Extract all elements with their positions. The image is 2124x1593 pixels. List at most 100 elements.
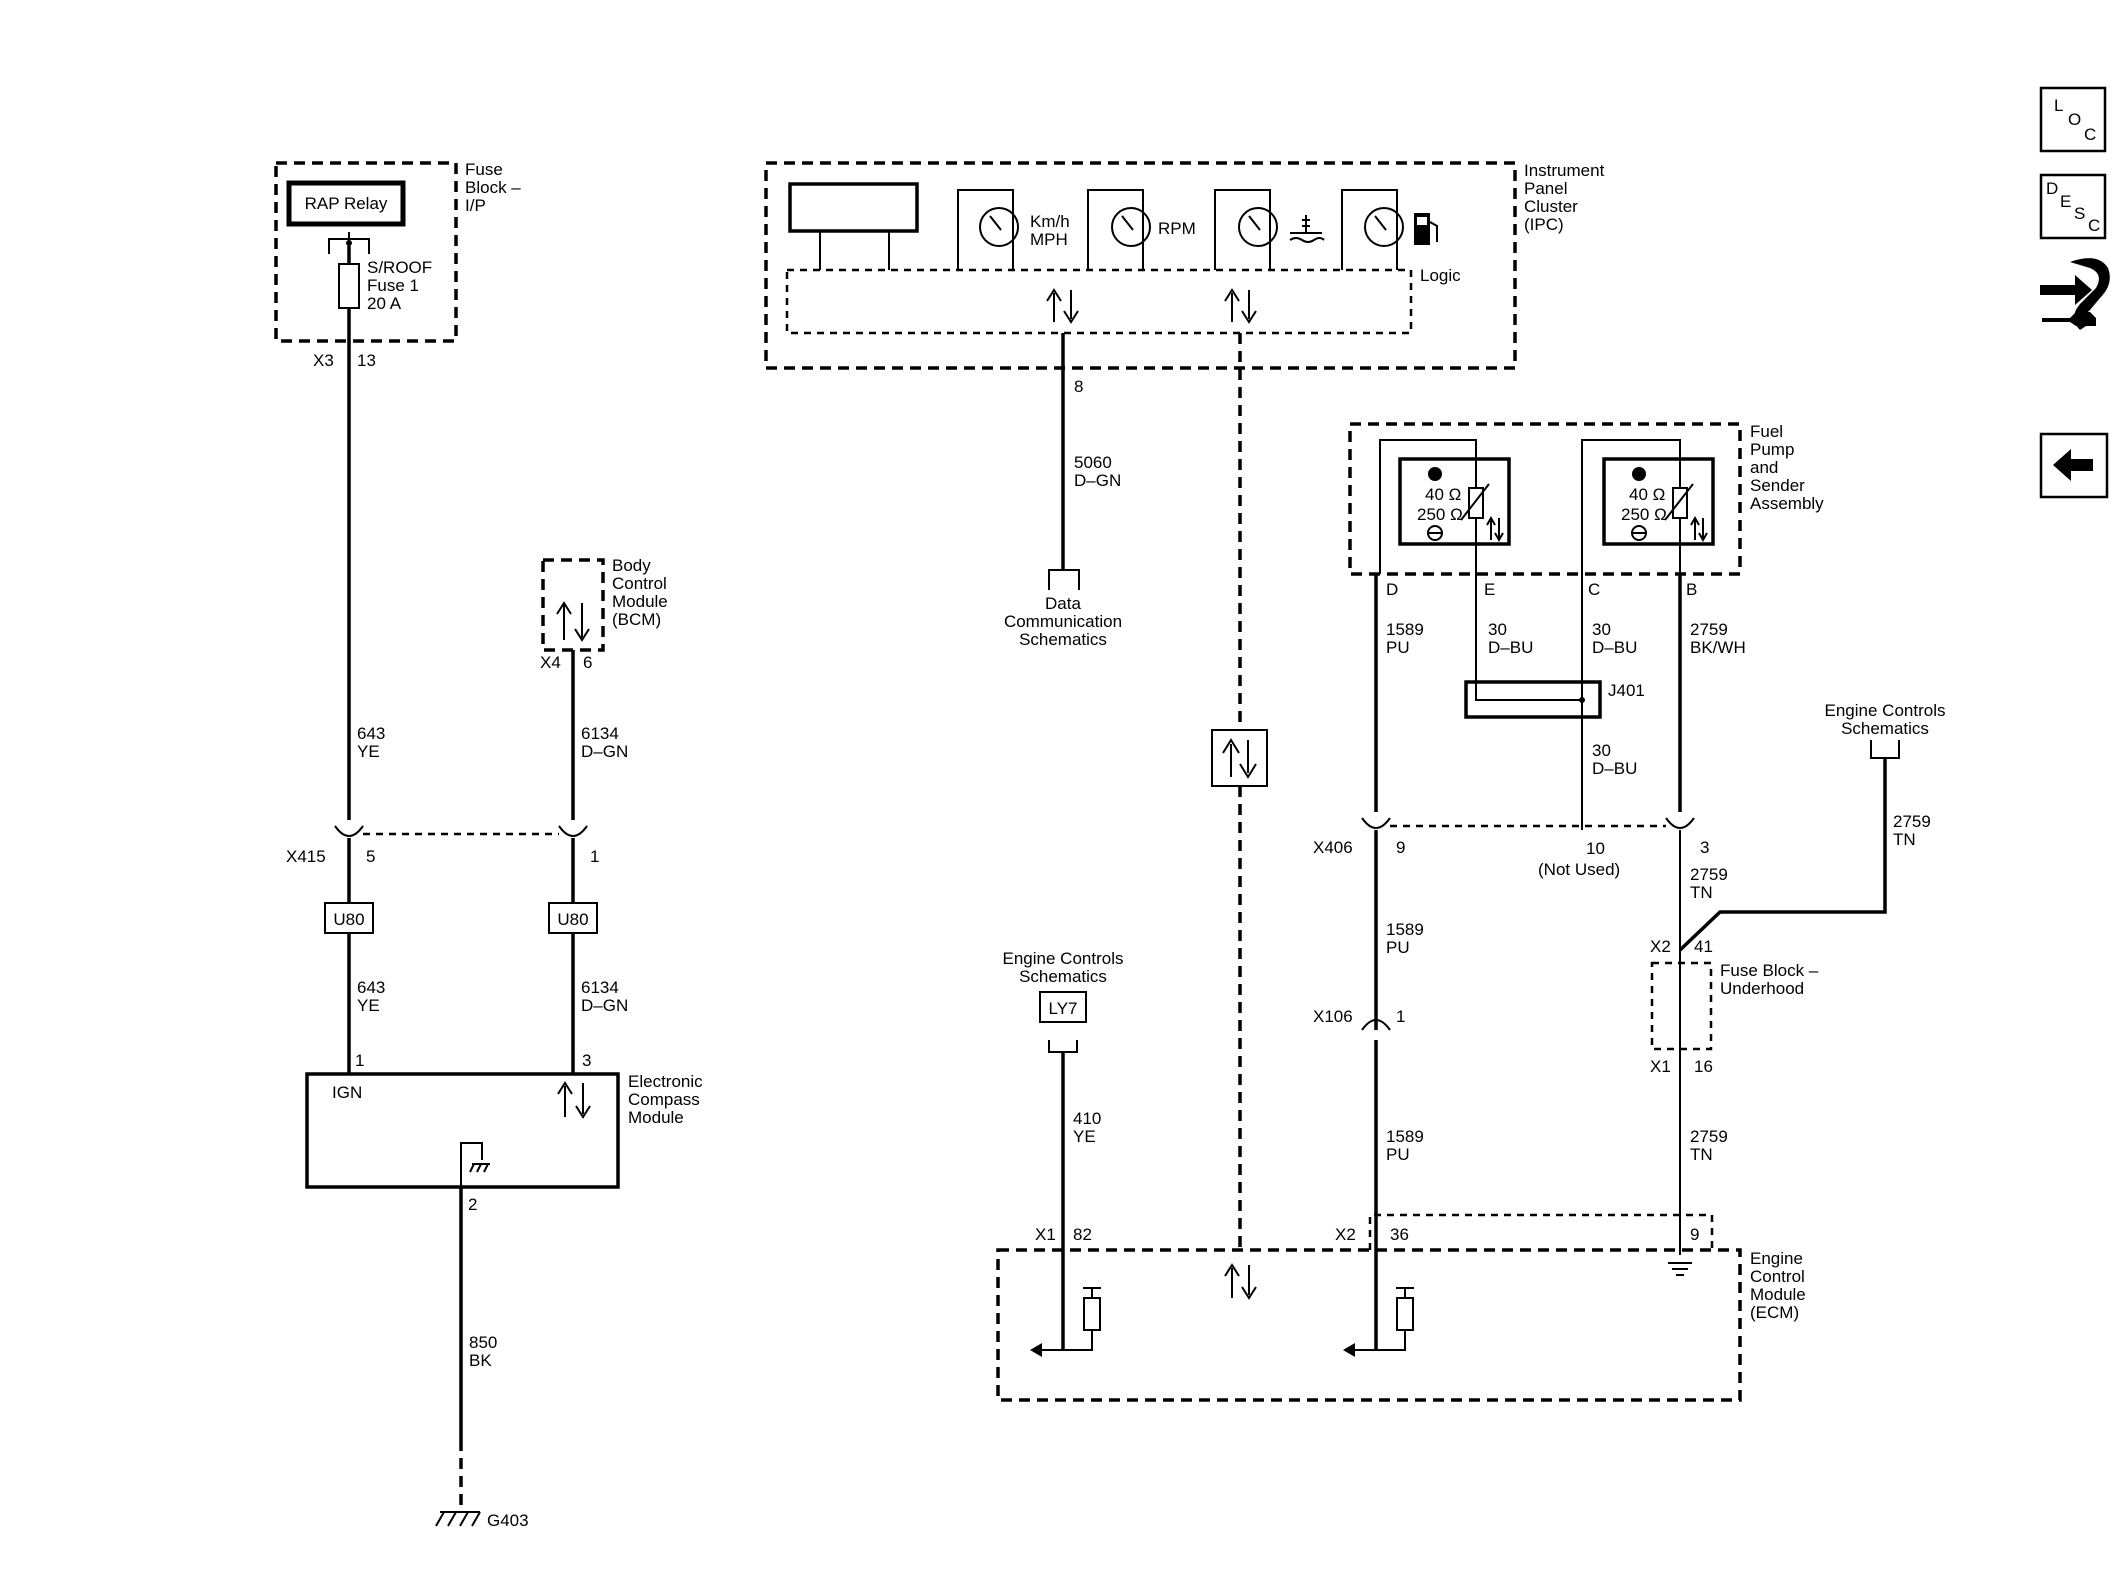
ecm-pin-9: 9 [1690, 1225, 1699, 1244]
ecm-pin-36: 36 [1390, 1225, 1409, 1244]
ly7-label: LY7 [1049, 999, 1078, 1018]
ipc-label-1: Instrument [1524, 161, 1605, 180]
fuse-block-ip-label-2: Block – [465, 178, 521, 197]
bcm-connector: X4 [540, 653, 561, 672]
x406-pin-3: 3 [1700, 838, 1709, 857]
wire-30-circuit-lower: 30 [1592, 741, 1611, 760]
sender2-variable-resistor-icon [1672, 487, 1688, 519]
wire-6134-color-lower: D–GN [581, 996, 628, 1015]
loc-letter-c: C [2084, 125, 2096, 144]
fuel-pin-d: D [1386, 580, 1398, 599]
ipc-rpm-label: RPM [1158, 219, 1196, 238]
data-comm-label-3: Schematics [1019, 630, 1107, 649]
bcm: Body Control Module (BCM) X4 6 [540, 556, 668, 672]
engine-controls-label-left-1: Engine Controls [1003, 949, 1124, 968]
fuel-pump-label-3: and [1750, 458, 1778, 477]
fuse-uh-label-2: Underhood [1720, 979, 1804, 998]
fuse-block-ip-label-1: Fuse [465, 160, 503, 179]
compass-pin-2: 2 [468, 1195, 477, 1214]
wire-6134-circuit-lower: 6134 [581, 978, 619, 997]
x106-connector [1361, 1019, 1391, 1031]
fuel-pump-sender-assembly: Fuel Pump and Sender Assembly 40 Ω 250 Ω… [1348, 422, 1824, 576]
wire-2759-color-4: TN [1690, 1145, 1713, 1164]
ecm-label-1: Engine [1750, 1249, 1803, 1268]
compass-bidirectional-arrow-icon [557, 1081, 591, 1119]
wire-1589-circuit-3: 1589 [1386, 1127, 1424, 1146]
ecm-label-3: Module [1750, 1285, 1806, 1304]
back-arrow-icon [2053, 449, 2093, 481]
fuel-pump-label-1: Fuel [1750, 422, 1783, 441]
fuse-uh-pin-16: 16 [1694, 1057, 1713, 1076]
wire-5060-circuit: 5060 [1074, 453, 1112, 472]
x415-connector: X415 5 1 [286, 825, 599, 866]
compass-pin-1: 1 [355, 1051, 364, 1070]
wire-1589-circuit-1: 1589 [1386, 620, 1424, 639]
wire-6134-color-upper: D–GN [581, 742, 628, 761]
wire-30-color-c: D–BU [1592, 638, 1637, 657]
tachometer-icon [1111, 207, 1151, 247]
wire-643-color-lower: YE [357, 996, 380, 1015]
x406-connector: X406 9 10 (Not Used) 3 [1313, 817, 1709, 879]
wire-2759-color-2: TN [1690, 883, 1713, 902]
ecm-label-4: (ECM) [1750, 1303, 1799, 1322]
wire-30-circuit-c: 30 [1592, 620, 1611, 639]
ipc-label-2: Panel [1524, 179, 1567, 198]
desc-letter-d: D [2046, 179, 2058, 198]
ecm-pullup-resistor-icon-2 [1396, 1297, 1414, 1331]
ecm-x2: X2 [1335, 1225, 1356, 1244]
speedometer-icon [979, 207, 1019, 247]
j401-label: J401 [1608, 681, 1645, 700]
ipc-pin-8: 8 [1074, 377, 1083, 396]
bcm-pin: 6 [583, 653, 592, 672]
wire-6134-circuit-upper: 6134 [581, 724, 619, 743]
x415-pin-5: 5 [366, 847, 375, 866]
repair-procedures-button[interactable] [2040, 258, 2110, 330]
desc-letter-e: E [2060, 192, 2071, 211]
wire-30-color-lower: D–BU [1592, 759, 1637, 778]
fuse-connector-label: X3 [313, 351, 334, 370]
wire-30-color-e: D–BU [1488, 638, 1533, 657]
wire-850-circuit: 850 [469, 1333, 497, 1352]
compass-pin-3: 3 [582, 1051, 591, 1070]
engine-controls-label-right-2: Schematics [1841, 719, 1929, 738]
serial-data-box [1211, 729, 1268, 787]
desc-button[interactable]: D E S C [2039, 173, 2107, 240]
fuse-label-3: 20 A [367, 294, 402, 313]
rap-relay-box [286, 180, 406, 227]
fuse-label-2: Fuse 1 [367, 276, 419, 295]
rap-relay-label: RAP Relay [305, 194, 388, 213]
ipc-kmh-label: Km/h [1030, 212, 1070, 231]
compass-label-3: Module [628, 1108, 684, 1127]
wire-1589-circuit-2: 1589 [1386, 920, 1424, 939]
ipc-label-3: Cluster [1524, 197, 1578, 216]
bcm-bidirectional-arrow-icon [556, 601, 590, 642]
data-comm-label-2: Communication [1004, 612, 1122, 631]
coolant-temp-icon [1289, 215, 1325, 243]
wire-2759-color-3: TN [1893, 830, 1916, 849]
wire-1589-color-2: PU [1386, 938, 1410, 957]
ecm-ground-icon [1668, 1262, 1692, 1276]
fuel-pump-label-2: Pump [1750, 440, 1794, 459]
fuse-uh-pin-41: 41 [1694, 937, 1713, 956]
fuse-block-underhood: X2 41 Fuse Block – Underhood X1 16 [1650, 937, 1819, 1076]
wire-850-color: BK [469, 1351, 492, 1370]
desc-letter-c: C [2088, 216, 2100, 235]
fuse-block-ip-label-3: I/P [465, 196, 486, 215]
wire-2759-color-1: BK/WH [1690, 638, 1746, 657]
fuel-pin-e: E [1484, 580, 1495, 599]
x106-label: X106 [1313, 1007, 1353, 1026]
fuse-pin-label: 13 [357, 351, 376, 370]
desc-letter-s: S [2074, 204, 2085, 223]
instrument-panel-cluster: Km/h MPH RPM Logic Instrument Panel Clus… [764, 161, 1605, 370]
ipc-label-4: (IPC) [1524, 215, 1564, 234]
wire-410-color: YE [1073, 1127, 1096, 1146]
serial-data-bidirectional-icon [1222, 738, 1257, 779]
wire-643-color-upper: YE [357, 742, 380, 761]
engine-controls-label-right-1: Engine Controls [1825, 701, 1946, 720]
back-button[interactable] [2039, 432, 2109, 499]
compass-ign-label: IGN [332, 1083, 362, 1102]
loc-button[interactable]: L O C [2039, 86, 2107, 153]
g403-label: G403 [487, 1511, 529, 1530]
fuse-uh-x2: X2 [1650, 937, 1671, 956]
